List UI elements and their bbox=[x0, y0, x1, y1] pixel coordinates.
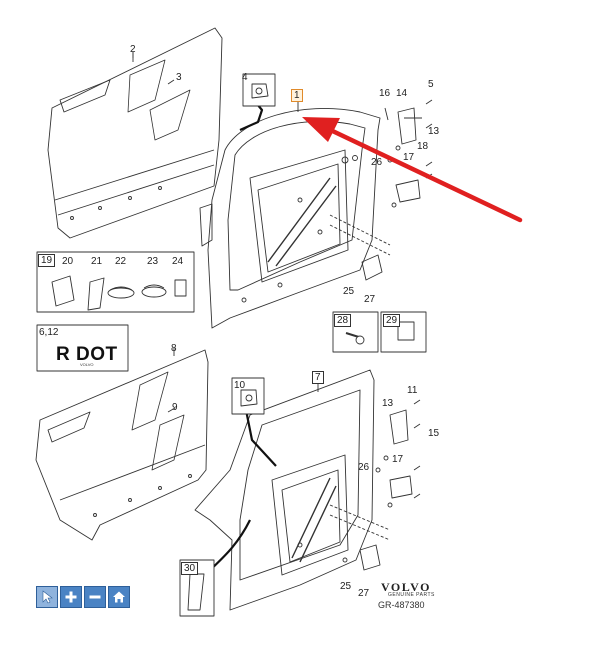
callout-6-12: 6,12 bbox=[39, 327, 59, 338]
zoom-out-button[interactable] bbox=[84, 586, 106, 608]
callout-13-top: 13 bbox=[428, 126, 440, 137]
hinge-assembly-front bbox=[384, 99, 433, 208]
callout-27-bottom: 27 bbox=[358, 588, 370, 599]
callout-7[interactable]: 7 bbox=[312, 371, 324, 384]
callout-24: 24 bbox=[172, 256, 184, 267]
callout-13-bottom: 13 bbox=[382, 398, 394, 409]
callout-23: 23 bbox=[147, 256, 159, 267]
home-icon bbox=[113, 591, 125, 603]
callout-15: 15 bbox=[428, 428, 440, 439]
callout-29[interactable]: 29 bbox=[383, 314, 401, 327]
volvo-logo: VOLVO bbox=[381, 580, 431, 594]
callout-18: 18 bbox=[417, 141, 429, 152]
callout-8: 8 bbox=[171, 343, 177, 354]
door-outer-panel-rear bbox=[35, 348, 209, 541]
callout-11: 11 bbox=[407, 385, 418, 396]
minus-icon bbox=[89, 595, 101, 599]
home-button[interactable] bbox=[108, 586, 130, 608]
door-frame-front bbox=[199, 97, 391, 329]
label-plate-small-text: VOLVO bbox=[80, 362, 94, 367]
diagram-id: GR-487380 bbox=[378, 600, 425, 610]
callout-3: 3 bbox=[176, 72, 182, 83]
callout-14: 14 bbox=[396, 88, 408, 99]
logo-subtext: GENUINE PARTS bbox=[388, 592, 435, 598]
callout-25-top: 25 bbox=[343, 286, 355, 297]
callout-5: 5 bbox=[428, 79, 434, 90]
select-button[interactable] bbox=[36, 586, 58, 608]
callout-20: 20 bbox=[62, 256, 74, 267]
callout-22: 22 bbox=[115, 256, 127, 267]
callout-17-top: 17 bbox=[403, 152, 415, 163]
callout-17-bottom: 17 bbox=[392, 454, 404, 465]
callout-2: 2 bbox=[130, 44, 136, 55]
callout-9: 9 bbox=[172, 402, 178, 413]
callout-27-top: 27 bbox=[364, 294, 376, 305]
callout-1[interactable]: 1 bbox=[291, 89, 303, 102]
door-outer-panel-front bbox=[47, 27, 223, 239]
grommet-part bbox=[242, 73, 276, 107]
callout-26-top: 26 bbox=[371, 157, 383, 168]
label-plate-box bbox=[36, 324, 129, 372]
callout-4: 4 bbox=[242, 72, 248, 83]
door-frame-rear bbox=[194, 369, 391, 611]
kit-box-19 bbox=[36, 251, 195, 313]
zoom-in-button[interactable] bbox=[60, 586, 82, 608]
callout-19[interactable]: 19 bbox=[38, 254, 56, 267]
callout-28[interactable]: 28 bbox=[334, 314, 352, 327]
viewer-toolbar bbox=[36, 586, 130, 608]
callout-16: 16 bbox=[379, 88, 391, 99]
callout-26-bottom: 26 bbox=[358, 462, 370, 473]
label-plate-text: R DOT bbox=[56, 344, 118, 365]
callout-21: 21 bbox=[91, 256, 103, 267]
cursor-icon bbox=[42, 590, 53, 604]
callout-25-bottom: 25 bbox=[340, 581, 352, 592]
hinge-assembly-rear bbox=[375, 399, 421, 508]
plus-icon bbox=[65, 591, 77, 603]
callout-30[interactable]: 30 bbox=[181, 562, 199, 575]
highlight-arrow bbox=[302, 117, 523, 223]
callout-10: 10 bbox=[234, 380, 246, 391]
